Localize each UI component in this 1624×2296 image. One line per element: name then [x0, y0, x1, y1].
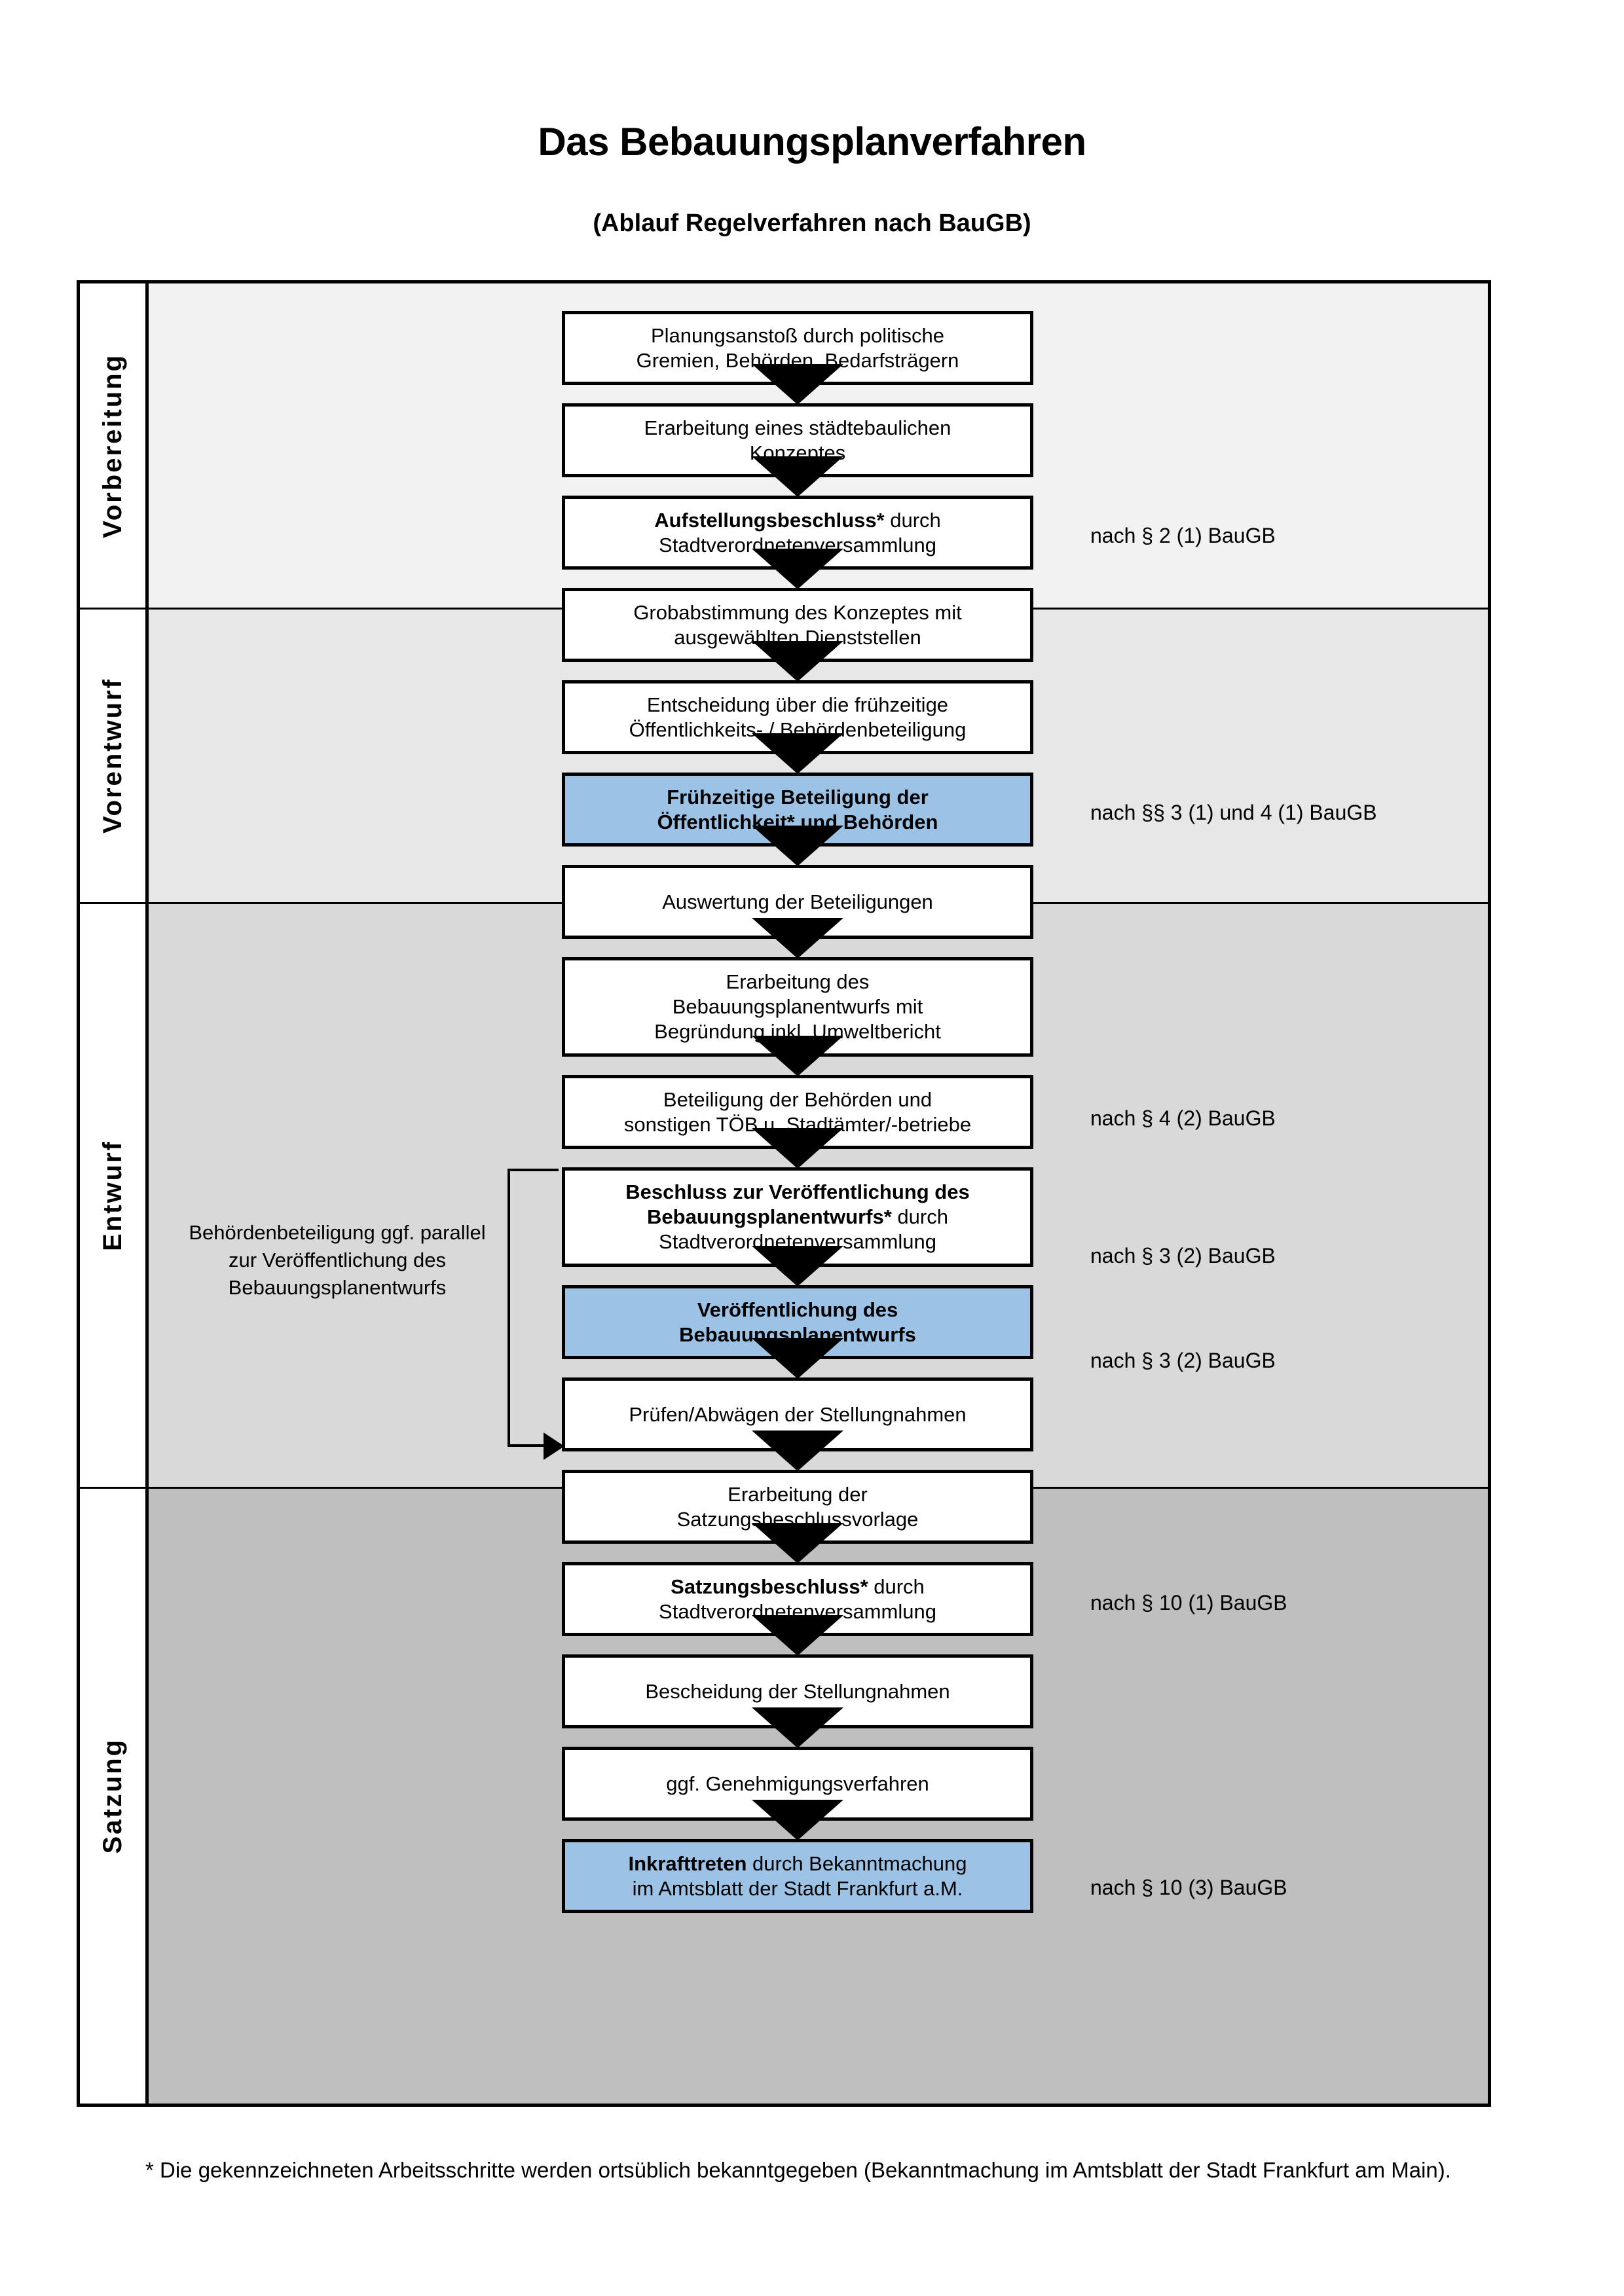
node-line-bold: Aufstellungsbeschluss* — [654, 508, 885, 532]
flow-arrow-down-9 — [752, 1128, 843, 1169]
flow-node-beteiligung-behoerden-toeb[interactable]: Beteiligung der Behörden und sonstigen T… — [562, 1075, 1033, 1149]
node-line: im Amtsblatt der Stadt Frankfurt a.M. — [632, 1876, 963, 1900]
bracket-connector-top-segment — [507, 1169, 559, 1171]
flow-arrow-down-8 — [752, 1036, 843, 1076]
node-line-bold: Veröffentlichung des — [697, 1298, 898, 1321]
flow-arrow-down-5 — [752, 733, 843, 774]
node-line: Veröffentlichung des — [679, 1298, 916, 1322]
node-line: Beteiligung der Behörden und — [663, 1087, 932, 1111]
legal-ref-paragraph-4-2: nach § 4 (2) BauGB — [1090, 1106, 1276, 1130]
node-line: Inkrafttreten durch Bekanntmachung — [629, 1851, 967, 1876]
legal-ref-paragraph-3-2-b: nach § 3 (2) BauGB — [1090, 1349, 1276, 1372]
node-line: Erarbeitung eines städtebaulichen — [644, 416, 951, 439]
flow-arrow-down-2 — [752, 456, 843, 497]
node-line: Bescheidung der Stellungnahmen — [645, 1679, 950, 1703]
node-line: Bebauungsplanentwurfs* durch — [625, 1205, 969, 1230]
node-line: Satzungsbeschluss* durch — [659, 1575, 936, 1599]
node-line: Frühzeitige Beteiligung der — [657, 785, 938, 810]
node-line: Auswertung der Beteiligungen — [662, 890, 933, 913]
node-line-bold: Inkrafttreten — [628, 1851, 747, 1875]
node-line-suffix: durch Bekanntmachung — [747, 1851, 967, 1875]
flow-node-aufstellungsbeschluss[interactable]: Aufstellungsbeschluss* durch Stadtverord… — [562, 496, 1033, 570]
page-subtitle: (Ablauf Regelverfahren nach BauGB) — [593, 210, 1031, 237]
footnote-text: * Die gekennzeichneten Arbeitsschritte w… — [145, 2158, 1451, 2182]
flow-arrow-down-1 — [752, 364, 843, 405]
phase-label-column-divider — [145, 280, 149, 2107]
flow-arrow-down-11 — [752, 1338, 843, 1379]
node-line: Grobabstimmung des Konzeptes mit — [633, 600, 962, 624]
legal-ref-paragraph-2-1: nach § 2 (1) BauGB — [1090, 524, 1276, 547]
node-line: Entscheidung über die frühzeitige — [646, 693, 949, 716]
side-note-behoerdenbeteiligung: Behördenbeteiligung ggf. parallel zur Ve… — [183, 1219, 491, 1302]
node-line: Bebauungsplanentwurfs mit — [672, 995, 923, 1019]
flow-arrow-down-15 — [752, 1707, 843, 1748]
flow-arrow-down-7 — [752, 918, 843, 958]
legal-ref-paragraph-10-3: nach § 10 (3) BauGB — [1090, 1876, 1287, 1899]
side-note-line: Behördenbeteiligung — [189, 1221, 375, 1244]
phase-label-vorentwurf: Vorentwurf — [80, 610, 145, 902]
legal-ref-paragraph-10-1: nach § 10 (1) BauGB — [1090, 1591, 1287, 1614]
flow-arrow-down-6 — [752, 826, 843, 866]
side-note-line: Bebauungsplanentwurfs — [228, 1275, 447, 1299]
flow-arrow-down-10 — [752, 1246, 843, 1286]
flow-arrow-down-3 — [752, 549, 843, 589]
phase-label-vorbereitung: Vorbereitung — [80, 283, 145, 608]
bracket-connector-arrowhead-icon — [544, 1432, 564, 1460]
node-line-suffix: durch — [884, 508, 941, 532]
node-line: Planungsanstoß durch politische — [650, 323, 945, 347]
node-line: ggf. Genehmigungsverfahren — [666, 1772, 929, 1795]
phase-label-text: Satzung — [98, 1738, 127, 1854]
flow-node-planungsanstoss[interactable]: Planungsanstoß durch politische Gremien,… — [562, 311, 1033, 385]
bracket-connector-vertical-segment — [507, 1169, 510, 1447]
node-line-bold: Frühzeitige Beteiligung der — [667, 785, 929, 809]
side-note-line: Veröffentlichung des — [262, 1248, 447, 1271]
flow-arrow-down-14 — [752, 1615, 843, 1656]
node-line: Prüfen/Abwägen der Stellungnahmen — [629, 1402, 967, 1426]
node-line: Aufstellungsbeschluss* durch — [654, 508, 941, 533]
legal-ref-paragraph-3-1-4-1: nach §§ 3 (1) und 4 (1) BauGB — [1090, 801, 1377, 824]
node-line-bold: Beschluss zur Veröffentlichung des — [625, 1180, 970, 1204]
phase-label-entwurf: Entwurf — [80, 904, 145, 1487]
phase-label-text: Vorentwurf — [98, 678, 127, 834]
phase-label-text: Entwurf — [98, 1140, 127, 1251]
flow-arrow-down-4 — [752, 641, 843, 682]
flow-node-grobabstimmung[interactable]: Grobabstimmung des Konzeptes mit ausgewä… — [562, 588, 1033, 662]
node-line: Erarbeitung der — [728, 1482, 868, 1506]
node-line: Beschluss zur Veröffentlichung des — [625, 1180, 969, 1205]
node-line-bold: Satzungsbeschluss* — [671, 1575, 868, 1598]
node-line-bold: Bebauungsplanentwurfs* — [647, 1205, 892, 1229]
node-line-suffix: durch — [868, 1575, 925, 1598]
flow-node-entscheidung-fruehzeitig[interactable]: Entscheidung über die frühzeitige Öffent… — [562, 680, 1033, 754]
node-line-suffix: durch — [891, 1205, 948, 1229]
node-line: Erarbeitung des — [726, 970, 870, 994]
flow-node-inkrafttreten[interactable]: Inkrafttreten durch Bekanntmachung im Am… — [562, 1839, 1033, 1913]
flow-arrow-down-13 — [752, 1523, 843, 1563]
phase-label-satzung: Satzung — [80, 1489, 145, 2104]
flow-arrow-down-12 — [752, 1430, 843, 1471]
legal-ref-paragraph-3-2-a: nach § 3 (2) BauGB — [1090, 1244, 1276, 1267]
side-note-line: ggf. parallel zur — [228, 1221, 486, 1271]
phase-label-text: Vorbereitung — [98, 353, 127, 538]
flow-arrow-down-16 — [752, 1800, 843, 1840]
page-title: Das Bebauungsplanverfahren — [538, 120, 1086, 164]
bracket-connector-bottom-segment — [507, 1444, 545, 1447]
